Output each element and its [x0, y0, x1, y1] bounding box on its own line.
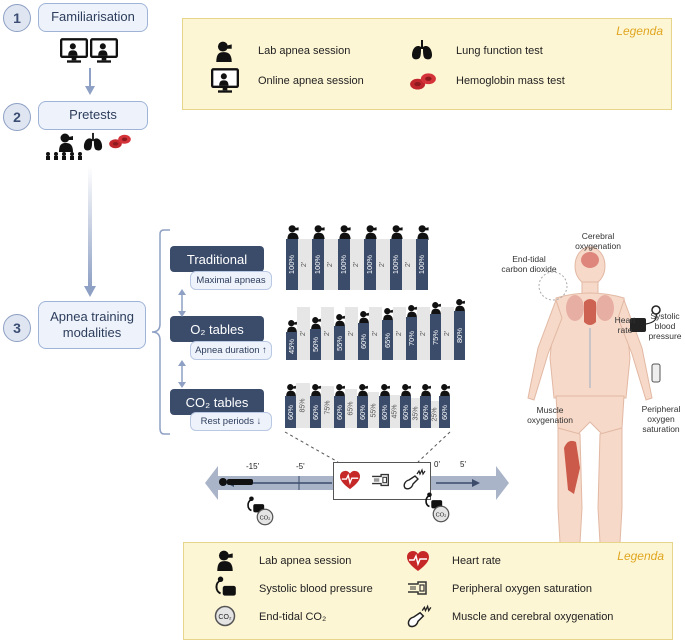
co2-gap-4: 55% — [368, 392, 379, 428]
down-arrow-1 — [85, 68, 95, 95]
legend-bottom-label-nirs: Muscle and cerebral oxygenation — [452, 611, 614, 623]
time-label-minus-5: -5' — [296, 462, 305, 471]
co2-bar-1: 60% — [285, 396, 296, 428]
co2-gap-5: 45% — [390, 395, 400, 428]
label-heart-rate: Heart rate — [614, 315, 636, 335]
modality-traditional-label: Traditional — [170, 246, 264, 272]
connector-arrow-1 — [178, 289, 186, 317]
legend-bottom-title: Legenda — [617, 549, 664, 563]
small-divers-icon — [46, 152, 82, 160]
heart-icon — [339, 470, 361, 490]
o2-gap-6: 2' — [417, 307, 430, 360]
traditional-bar-2: 100% — [312, 239, 324, 290]
legend-top-label-lab: Lab apnea session — [258, 45, 351, 57]
heart-icon — [406, 550, 430, 572]
step-pretests: Pretests — [38, 101, 148, 130]
down-arrow-2 — [84, 166, 96, 297]
co2-bar-2: 60% — [310, 396, 321, 428]
legend-bottom-label-etco2: End-tidal CO₂ — [259, 611, 327, 623]
legend-bottom-label-lab: Lab apnea session — [259, 555, 352, 567]
step-number-3: 3 — [3, 314, 31, 342]
lab-apnea-icon — [214, 549, 236, 571]
o2-gap-7: 2' — [441, 307, 454, 360]
legend-top-label-online: Online apnea session — [258, 75, 364, 87]
traditional-bar-4: 100% — [364, 239, 376, 290]
o2-gap-3: 2' — [345, 307, 358, 360]
co2-icon — [256, 508, 274, 526]
step-number-1: 1 — [3, 4, 31, 32]
nirs-icon — [401, 468, 427, 490]
label-muscle-oxygenation: Muscle oxygenation — [527, 405, 573, 425]
step-apnea-training-modalities: Apnea training modalities — [38, 301, 146, 349]
o2-bar-5: 65% — [382, 320, 393, 360]
co2-bar-3: 60% — [334, 396, 345, 428]
modality-co2-sub: Rest periods ↓ — [190, 412, 272, 431]
legend-bottom: Legenda Lab apnea session Heart rate Sys… — [183, 542, 673, 640]
co2-bar-6: 60% — [400, 396, 411, 428]
traditional-bar-3: 100% — [338, 239, 350, 290]
label-peripheral-oxygen-saturation: Peripheral oxygen saturation — [641, 404, 681, 434]
o2-gap-4: 2' — [369, 307, 382, 360]
traditional-bar-6: 100% — [416, 239, 428, 290]
o2-gap-5: 2' — [393, 307, 406, 360]
modality-traditional-sub: Maximal apneas — [190, 271, 272, 290]
co2-icon — [432, 505, 450, 523]
o2-bar-6: 70% — [406, 317, 417, 360]
traditional-gap-4: 2' — [376, 239, 390, 290]
co2-bar-4: 60% — [357, 396, 368, 428]
co2-gap-6: 35% — [411, 398, 420, 428]
modality-o2-label: O₂ tables — [170, 316, 264, 342]
o2-gap-2: 2' — [321, 307, 334, 360]
co2-bar-8: 60% — [439, 396, 450, 428]
o2-bar-7: 75% — [430, 314, 441, 360]
legend-bottom-label-spo2: Peripheral oxygen saturation — [452, 583, 593, 595]
o2-bar-4: 60% — [358, 323, 369, 360]
modality-co2-label: CO₂ tables — [170, 389, 264, 415]
traditional-bar-5: 100% — [390, 239, 402, 290]
label-systolic-bp: Systolic blood pressure — [648, 311, 682, 341]
co2-gap-2: 75% — [321, 386, 334, 428]
traditional-bar-1: 100% — [286, 239, 298, 290]
bp-cuff-icon — [214, 576, 238, 600]
co2-bar-5: 60% — [379, 396, 390, 428]
legend-top-label-lung: Lung function test — [456, 45, 543, 57]
o2-bar-8: 80% — [454, 311, 465, 360]
modality-o2-sub: Apnea duration ↑ — [190, 341, 272, 360]
o2-gap-1: 2' — [297, 307, 310, 360]
step-number-2: 2 — [3, 103, 31, 131]
traditional-gap-5: 2' — [402, 239, 416, 290]
co2-gap-1: 85% — [296, 383, 310, 428]
o2-bar-3: 55% — [334, 326, 345, 360]
label-end-tidal-co2: End-tidal carbon dioxide — [501, 254, 557, 274]
co2-bar-7: 60% — [420, 396, 431, 428]
supine-subject-icon — [219, 478, 253, 486]
o2-bar-1: 45% — [286, 332, 297, 360]
pulse-oximeter-icon — [369, 471, 395, 489]
pulse-oximeter-icon — [405, 578, 433, 598]
traditional-gap-1: 2' — [298, 239, 312, 290]
co2-icon — [214, 605, 236, 627]
label-cerebral-oxygenation: Cerebral oxygenation — [575, 231, 621, 251]
co2-gap-3: 65% — [345, 389, 357, 428]
time-label-5: 5' — [460, 460, 466, 469]
traditional-gap-3: 2' — [350, 239, 364, 290]
legend-top-label-hemoglobin: Hemoglobin mass test — [456, 75, 565, 87]
o2-bar-2: 50% — [310, 329, 321, 360]
modalities-brace — [151, 229, 170, 435]
step-familiarisation: Familiarisation — [38, 3, 148, 32]
legend-top: Legenda Lab apnea session Lung function … — [182, 18, 672, 110]
legend-bottom-label-heart-rate: Heart rate — [452, 555, 501, 567]
traditional-gap-2: 2' — [324, 239, 338, 290]
co2-gap-7: 25% — [431, 401, 439, 428]
time-label-minus-15: -15' — [246, 462, 260, 471]
legend-top-title: Legenda — [616, 24, 663, 38]
legend-bottom-label-sbp: Systolic blood pressure — [259, 583, 373, 595]
nirs-icon — [405, 604, 433, 628]
time-label-0: 0' — [434, 460, 440, 469]
connector-arrow-2 — [178, 360, 186, 388]
